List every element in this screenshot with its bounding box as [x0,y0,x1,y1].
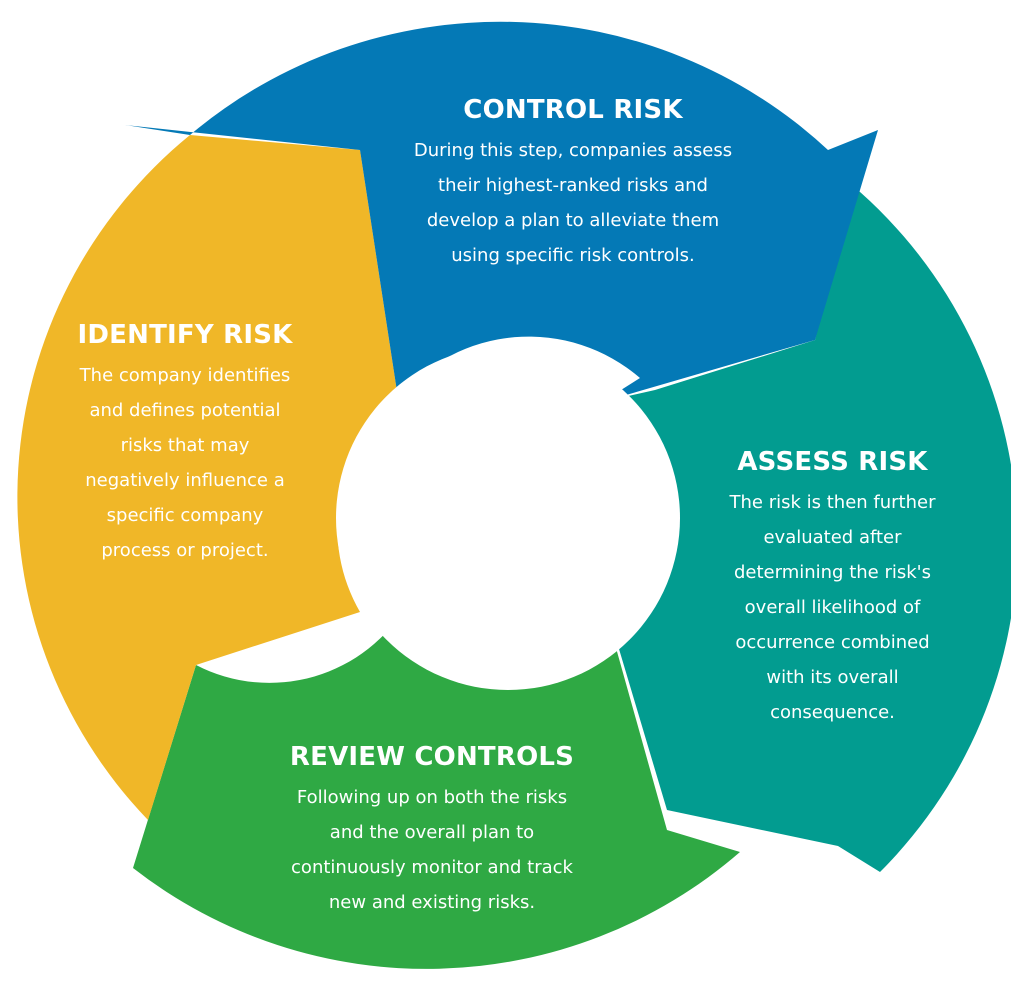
assess-risk-line: with its overall [766,667,899,688]
control-risk-segment [125,21,878,403]
assess-risk-line: The risk is then further [729,492,936,513]
assess-risk-line: evaluated after [763,527,902,548]
control-risk-line: develop a plan to alleviate them [426,210,720,231]
assess-risk-line: determining the risk's [733,562,931,583]
review-controls-line: and the overall plan to [329,822,535,843]
control-risk-title: CONTROL RISK [463,95,683,125]
identify-risk-segment [17,135,398,820]
control-risk-line: During this step, companies assess [413,140,733,161]
identify-risk-title: IDENTIFY RISK [77,320,293,350]
control-risk-block: CONTROL RISK During this step, companies… [373,95,773,273]
assess-risk-segment [602,185,1011,872]
identify-risk-line: risks that may [120,435,250,456]
assess-risk-line: overall likelihood of [744,597,921,618]
review-controls-description: Following up on both the risks and the o… [242,780,622,920]
review-controls-line: continuously monitor and track [291,857,573,878]
review-controls-line: Following up on both the risks [296,787,568,808]
identify-risk-line: process or project. [101,540,269,561]
review-controls-segment [133,572,740,969]
review-controls-title: REVIEW CONTROLS [289,742,575,772]
center-circle [336,346,680,690]
assess-risk-line: occurrence combined [735,632,930,653]
identify-risk-line: negatively influence a [85,470,285,491]
review-controls-line: new and existing risks. [328,892,536,913]
identify-risk-block: IDENTIFY RISK The company identifies and… [45,320,325,568]
identify-risk-line: specific company [106,505,264,526]
identify-risk-description: The company identifies and defines poten… [45,358,325,568]
assess-risk-block: ASSESS RISK The risk is then further eva… [700,447,965,730]
review-controls-block: REVIEW CONTROLS Following up on both the… [242,742,622,920]
control-risk-line: using specific risk controls. [451,245,695,266]
identify-risk-line: and defines potential [89,400,281,421]
control-risk-line: their highest-ranked risks and [438,175,708,196]
control-risk-description: During this step, companies assess their… [373,133,773,273]
assess-risk-line: consequence. [770,702,895,723]
identify-risk-line: The company identifies [79,365,291,386]
assess-risk-title: ASSESS RISK [737,447,928,477]
assess-risk-description: The risk is then further evaluated after… [700,485,965,730]
